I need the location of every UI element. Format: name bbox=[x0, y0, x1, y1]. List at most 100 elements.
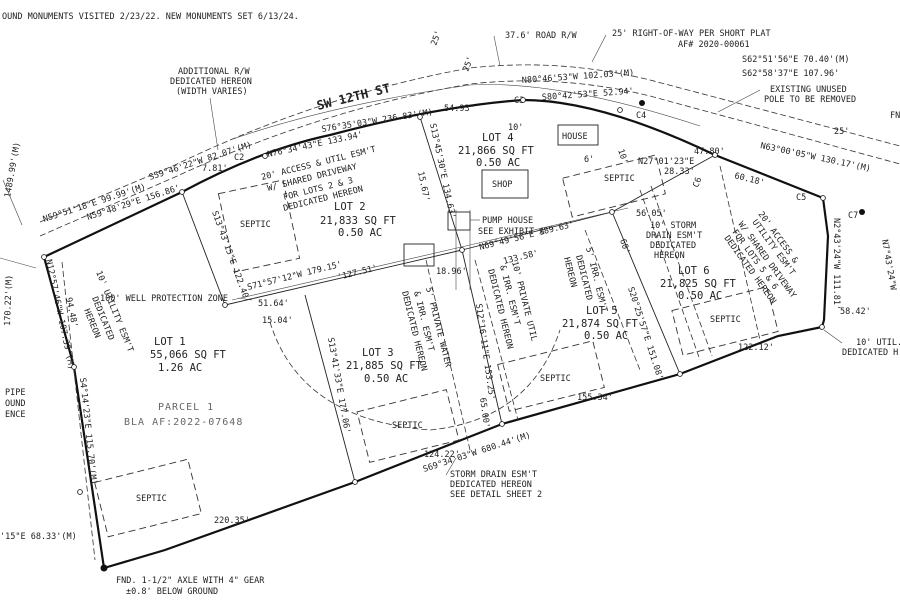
bearing-b36: 47.80' bbox=[694, 147, 725, 157]
bearing-b29: 155.34' bbox=[577, 393, 613, 403]
lot-line-4-5 bbox=[461, 211, 613, 251]
curve-c6: C6 bbox=[691, 176, 704, 189]
lot-line-2-4 bbox=[419, 116, 463, 251]
curve-c5: C5 bbox=[796, 193, 806, 203]
util-right-line1: 10' UTIL. bbox=[856, 338, 900, 348]
curve-c4: C4 bbox=[636, 111, 646, 121]
bearing-b49: 25' bbox=[461, 55, 476, 73]
lot-line-3-5 bbox=[461, 249, 503, 425]
left-bottom-bearing: '15"E 68.33'(M) bbox=[0, 532, 77, 542]
lot1-ac: 1.26 AC bbox=[158, 362, 202, 374]
well-zone-label: 100' WELL PROTECTION ZONE bbox=[100, 294, 228, 304]
point-i3 bbox=[609, 209, 615, 215]
bearing-b1: S76°35'03"W 236.83'(M) bbox=[321, 107, 434, 134]
point-n5 bbox=[617, 107, 623, 113]
left-note-fence: ENCE bbox=[5, 410, 25, 420]
row-line-center bbox=[229, 84, 701, 141]
bearing-b14: S4°14'23"E 115.70'(M) bbox=[77, 377, 98, 485]
left-edge-line-2 bbox=[0, 257, 37, 269]
pump-well-block bbox=[403, 243, 435, 267]
lot5-name: LOT 5 bbox=[586, 305, 618, 317]
point-s1 bbox=[677, 371, 683, 377]
bearing-b27: 65.00' bbox=[477, 397, 491, 429]
septic-lot4: SEPTIC bbox=[604, 174, 635, 184]
curve-c3: C3 bbox=[514, 96, 524, 106]
left-note-pipe: PIPE bbox=[5, 388, 25, 398]
util-right-line2: DEDICATED H bbox=[842, 348, 898, 358]
lot-line-2-3-div bbox=[304, 294, 356, 483]
bearing-b35: 28.33' bbox=[664, 167, 695, 177]
point-n1 bbox=[179, 189, 185, 195]
bearing-b5: S80°42'53"E 52.94' bbox=[542, 87, 635, 103]
bearing-b16: S71°57'12"W 179.15' bbox=[246, 260, 343, 293]
storm-bottom-line1: STORM DRAIN ESM'T bbox=[450, 470, 537, 480]
lot4-ac: 0.50 AC bbox=[476, 157, 520, 169]
lot2-ac: 0.50 AC bbox=[338, 227, 382, 239]
bearing-b22: 15.67' bbox=[415, 171, 431, 203]
bearing-b24: 133.58' bbox=[502, 249, 539, 267]
lot6-name: LOT 6 bbox=[678, 265, 710, 277]
lot-line-drive bbox=[231, 244, 471, 301]
road-row-label: 37.6' ROAD R/W bbox=[505, 31, 578, 41]
lot3-sqft: 21,885 SQ FT bbox=[346, 360, 423, 372]
road-row-leader bbox=[493, 35, 501, 67]
point-n4 bbox=[520, 97, 526, 103]
point-e1 bbox=[820, 195, 826, 201]
bearing-b19: 15.04' bbox=[262, 316, 293, 326]
well-zone-circle bbox=[269, 321, 561, 431]
shop-outline bbox=[481, 169, 529, 199]
point-c7 bbox=[859, 209, 865, 215]
storm-bottom-leader bbox=[445, 457, 457, 476]
storm-bottom-line3: SEE DETAIL SHEET 2 bbox=[450, 490, 542, 500]
bearing-b28: S20°25'57"E 151.08' bbox=[625, 286, 665, 382]
house-label: HOUSE bbox=[562, 132, 588, 142]
private-water-line bbox=[425, 259, 471, 451]
lot3-ac: 0.50 AC bbox=[364, 373, 408, 385]
lot-line-1-2 bbox=[181, 191, 226, 306]
point-i1 bbox=[222, 302, 228, 308]
util-right-leader bbox=[823, 329, 843, 344]
header-note: OUND MONUMENTS VISITED 2/23/22. NEW MONU… bbox=[2, 12, 299, 22]
lot2-name: LOT 2 bbox=[334, 201, 366, 213]
road-name: SW 12TH ST bbox=[315, 80, 392, 113]
septic-lot2: SEPTIC bbox=[240, 220, 271, 230]
parcel-bla: BLA AF:2022-07648 bbox=[124, 417, 243, 428]
storm-10-line3: DEDICATED bbox=[650, 241, 696, 251]
pump-house-line2: SEE EXHIBIT A bbox=[478, 227, 545, 237]
bearing-b45: 10' bbox=[508, 123, 523, 133]
lot-line-drive-2 bbox=[469, 207, 629, 246]
point-monument-sw bbox=[100, 564, 108, 572]
lot3-name: LOT 3 bbox=[362, 347, 394, 359]
storm-10-line1: 10' STORM bbox=[650, 221, 696, 231]
house-outline bbox=[557, 124, 599, 146]
row-short-plat-line2: AF# 2020-00061 bbox=[678, 40, 750, 50]
well-zone-leader bbox=[237, 297, 253, 301]
lot1-sqft: 55,066 SQ FT bbox=[150, 349, 227, 361]
storm-esmt-line-2 bbox=[650, 185, 713, 357]
point-s3 bbox=[352, 479, 358, 485]
irr-esmt-line bbox=[584, 229, 641, 371]
lot6-ac: 0.50 AC bbox=[678, 290, 722, 302]
pole-note-leader bbox=[717, 89, 761, 113]
point-i2 bbox=[459, 247, 465, 253]
septic-lot5-box bbox=[497, 340, 605, 412]
lot4-sqft: 21,866 SQ FT bbox=[458, 145, 535, 157]
bearing-b47: 10' bbox=[615, 148, 629, 166]
additional-rw-line1: ADDITIONAL R/W bbox=[178, 67, 251, 77]
access-esmt-right bbox=[719, 165, 761, 341]
septic-lot3-box bbox=[356, 389, 460, 463]
bearing-b41: 58.42' bbox=[840, 307, 871, 317]
lot1-name: LOT 1 bbox=[154, 336, 186, 348]
bearing-b43: 7.81' bbox=[202, 164, 228, 174]
utility-esmt-left bbox=[61, 261, 96, 561]
bearing-b37: 56.05' bbox=[636, 209, 667, 219]
point-n2 bbox=[262, 153, 268, 159]
bearing-b39: N2°43'24"W 111.81' bbox=[831, 218, 841, 310]
left-dim-1: 1489.99'(M) bbox=[3, 141, 23, 198]
curve-c7: C7 bbox=[848, 211, 858, 221]
point-w1 bbox=[41, 254, 47, 260]
bearing-b25: 18.96' bbox=[436, 267, 467, 277]
bearing-b34: N27°01'23"E bbox=[638, 157, 694, 167]
curve-c2: C2 bbox=[234, 153, 244, 163]
row-short-plat-leader bbox=[591, 34, 607, 63]
